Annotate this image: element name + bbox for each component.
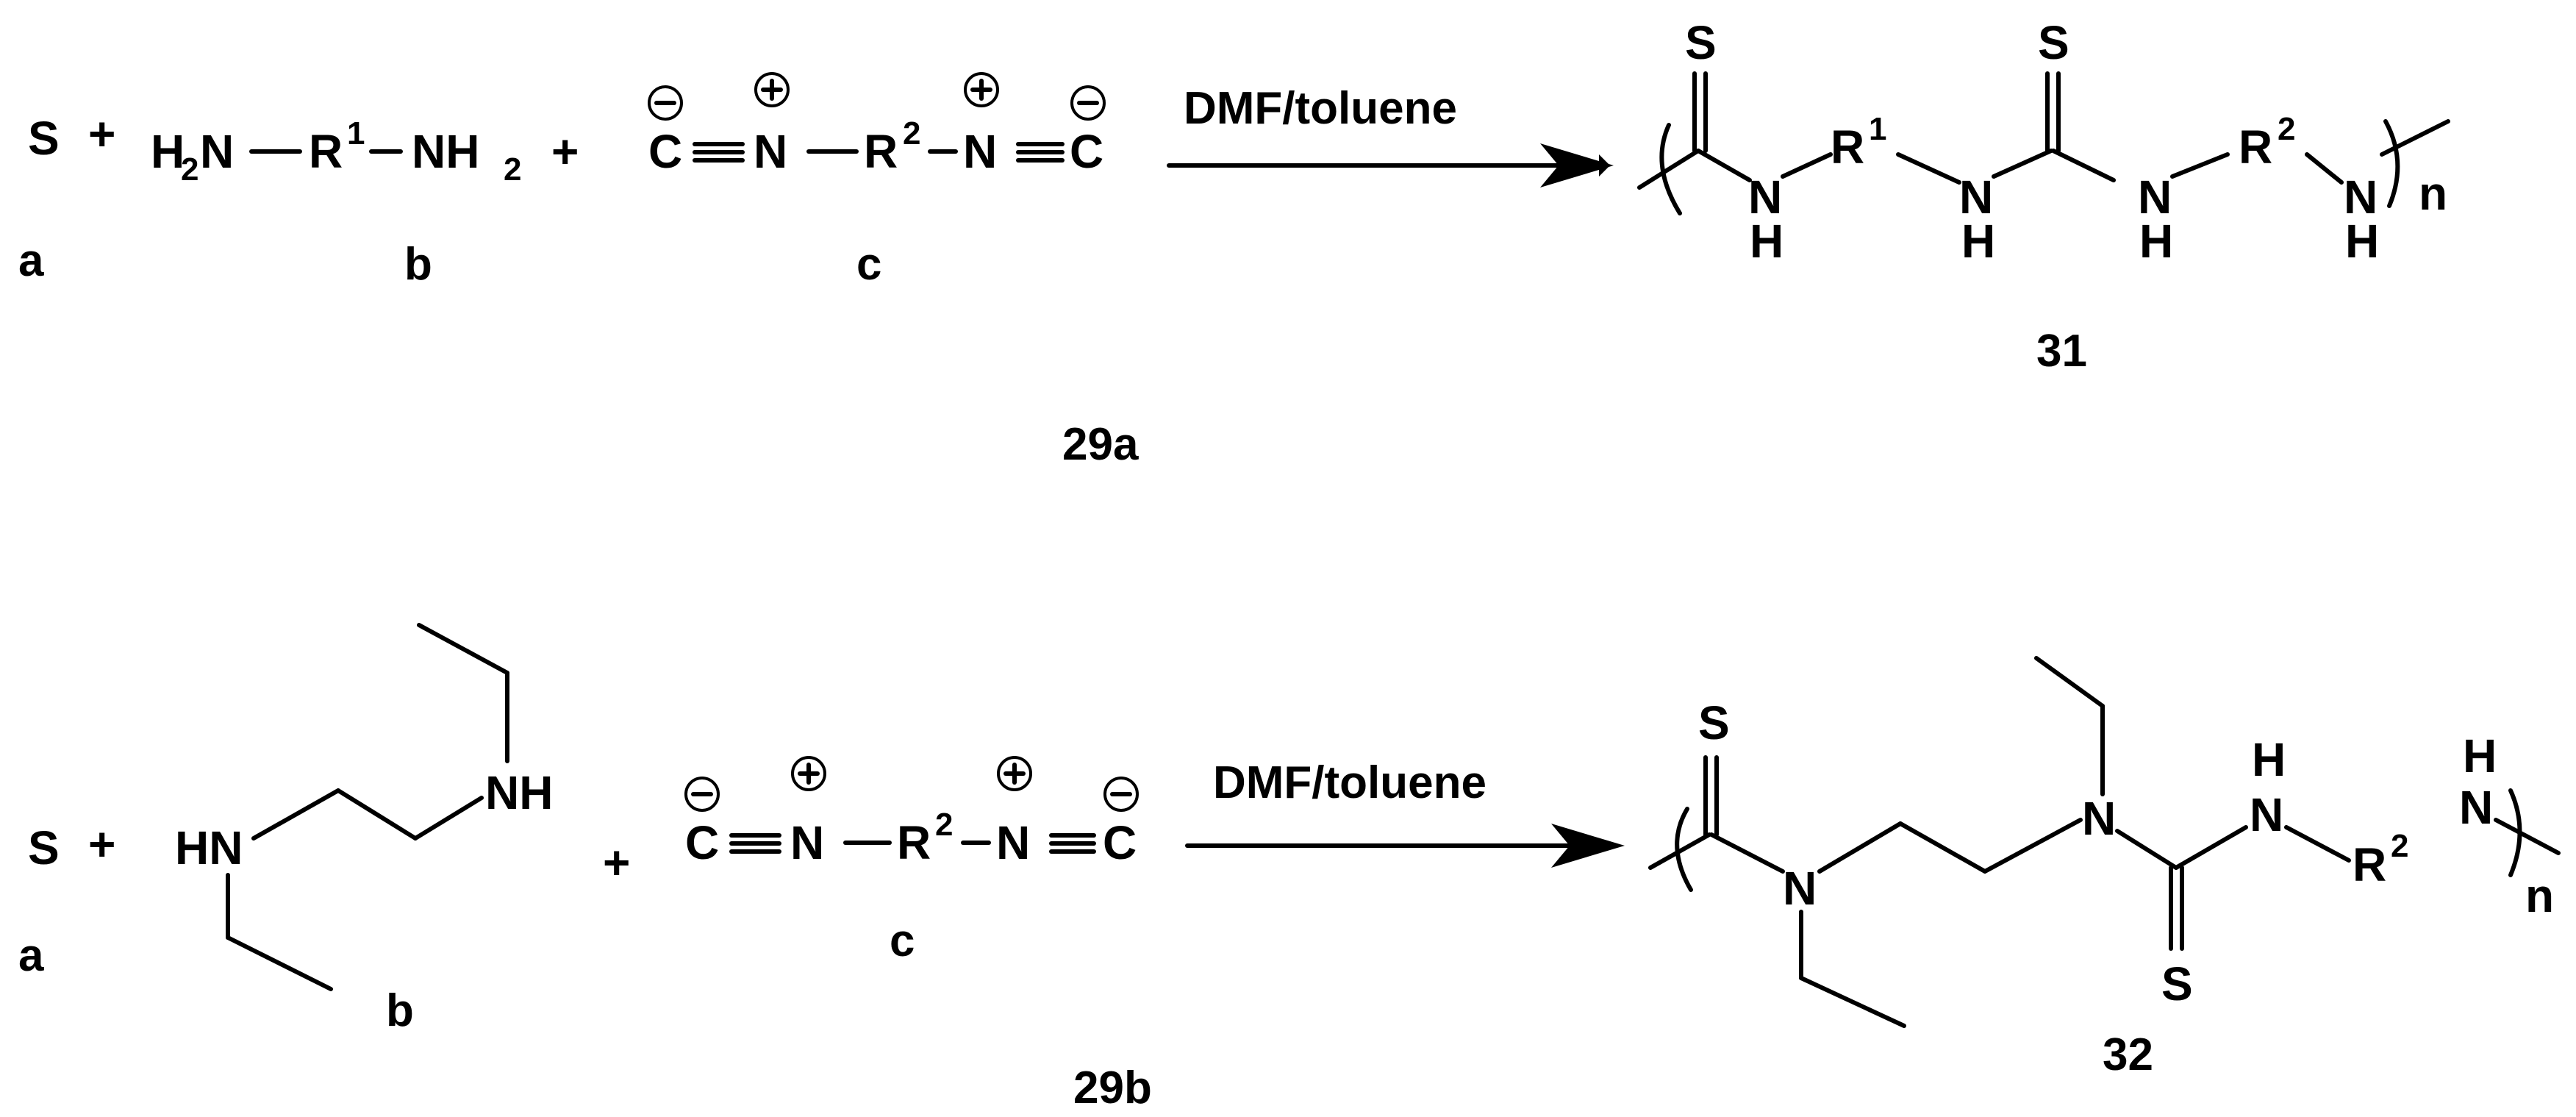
subscript-2: 2 [504,151,521,188]
superscript-2: 2 [2391,828,2408,864]
r1-group: R [1831,121,1864,174]
n-atom: N [2138,171,2172,224]
h-atom: H [1961,215,1995,268]
n-atom: N [2250,788,2283,841]
repeat-bracket-left [1675,807,1693,892]
nh-group: NH [412,125,479,178]
n-atom: N [963,125,997,178]
subscript-2: 2 [181,151,198,188]
diamine-reactant: H 2 N R 1 NH 2 [151,115,521,188]
reaction-b: S + HN NH + C N R [18,623,2561,1113]
superscript-1: 1 [347,115,365,151]
product-31: S N H R 1 N H S N H R 2 N H n [1637,16,2450,268]
label-a: a [18,930,44,981]
diisocyanide-reactant: C N R 2 N C [648,72,1106,178]
superscript-1: 1 [1869,111,1886,147]
reaction-conditions: DMF/toluene [1213,757,1486,808]
n-atom: N [2082,792,2116,845]
reaction-a: S + H 2 N R 1 NH 2 + C N R [18,16,2450,470]
label-b: b [386,985,414,1036]
n-atom: N [200,125,234,178]
h-atom: H [2463,729,2497,782]
repeat-n: n [2419,167,2447,220]
repeat-bracket-right [2383,119,2400,208]
diamine-reactant: HN NH [175,623,553,991]
nh-group: NH [485,766,553,819]
plus-sign: + [88,818,115,871]
c-atom: C [1070,125,1103,178]
r2-group: R [897,816,931,869]
plus-sign: + [603,836,630,889]
arrow-tip [1540,143,1614,188]
product-32: S N N S N H R 2 N H n [1648,656,2561,1028]
h-atom: H [151,125,185,178]
r2-group: R [864,125,898,178]
n-atom: N [1959,171,1993,224]
plus-sign: + [88,107,115,160]
superscript-2: 2 [903,115,920,151]
c-atom: C [685,816,719,869]
n-atom: N [790,816,824,869]
label-b: b [404,239,432,290]
s-atom: S [1685,16,1717,69]
c-atom: C [1103,816,1137,869]
label-c: c [856,239,881,290]
product-label-32: 32 [2103,1029,2153,1080]
n-atom: N [996,816,1030,869]
s-atom: S [2038,16,2069,69]
repeat-bracket-left [1659,123,1682,215]
s-atom: S [2161,957,2193,1010]
product-label-31: 31 [2036,326,2087,377]
sulfur-reactant: S [28,112,60,165]
n-atom: N [1783,862,1817,915]
scheme-label-29b: 29b [1073,1063,1152,1113]
scheme-label-29a: 29a [1062,419,1139,470]
plus-sign: + [551,125,579,178]
h-atom: H [2139,215,2173,268]
r2-group: R [2353,838,2386,891]
n-atom: N [2459,781,2493,834]
n-atom: N [2344,171,2378,224]
h-atom: H [2252,733,2286,786]
reaction-conditions: DMF/toluene [1184,83,1457,134]
arrow-tip [1551,824,1625,868]
n-atom: N [1748,171,1782,224]
h-atom: H [1750,215,1783,268]
c-atom: C [648,125,682,178]
r2-group: R [2239,121,2272,174]
superscript-2: 2 [935,807,953,843]
h-atom: H [2345,215,2379,268]
r1-group: R [309,125,343,178]
label-c: c [890,916,915,966]
hn-group: HN [175,821,243,874]
sulfur-reactant: S [28,821,60,874]
s-atom: S [1698,696,1730,749]
repeat-n: n [2525,869,2554,922]
n-atom: N [754,125,787,178]
label-a: a [18,235,44,286]
superscript-2: 2 [2278,111,2295,147]
diisocyanide-reactant: C N R 2 N C [684,756,1139,869]
